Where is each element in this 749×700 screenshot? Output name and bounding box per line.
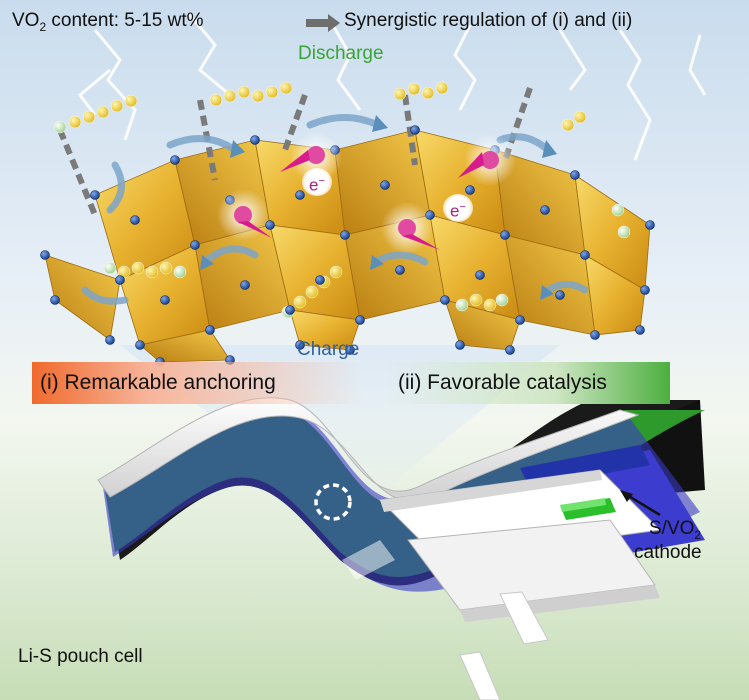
discharge-label: Discharge: [298, 43, 384, 64]
arrow-right-icon: [306, 14, 340, 32]
anchoring-banner: [32, 362, 362, 404]
arrowheads: [200, 115, 557, 300]
electron-icon: [217, 131, 516, 254]
pouch-cell: [97, 397, 705, 700]
vo2-content-label: VO2 content: 5-15 wt%: [12, 10, 204, 34]
pointer-arrow-icon: [620, 490, 661, 517]
charge-label: Charge: [297, 339, 360, 360]
anchoring-label: (i) Remarkable anchoring: [40, 371, 276, 394]
cathode-formula-label: S/VO2: [649, 518, 702, 542]
zoom-circle-icon: [314, 483, 352, 521]
vo2-crystal-lattice: [44, 129, 651, 363]
cycle-arrow-icon: [81, 114, 589, 305]
electron-label: e−: [443, 194, 473, 222]
catalysis-label: (ii) Favorable catalysis: [398, 371, 607, 394]
lightning-icon: [77, 14, 707, 161]
synergy-label: Synergistic regulation of (i) and (ii): [344, 10, 633, 31]
electron-label: e−: [302, 168, 332, 196]
cathode-label: cathode: [634, 542, 702, 563]
catalysis-banner: [385, 362, 670, 404]
pouch-cell-label: Li-S pouch cell: [18, 646, 143, 667]
